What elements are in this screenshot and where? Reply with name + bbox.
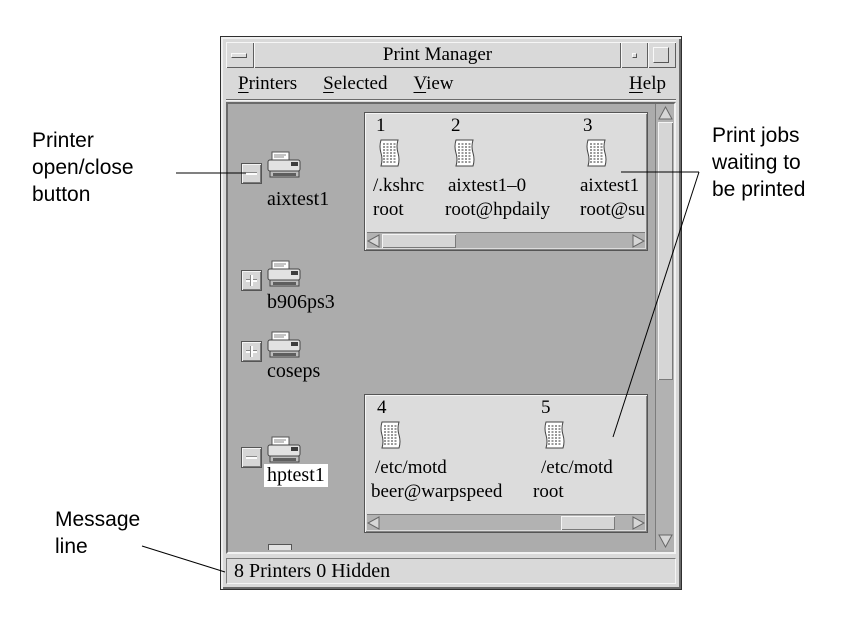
printer-label-coseps[interactable]: coseps	[267, 360, 321, 382]
vertical-scrollbar[interactable]	[655, 104, 674, 550]
job-number: 1	[376, 115, 386, 136]
annotation-printer-open-close: Printer open/close button	[32, 129, 134, 206]
titlebar: Print Manager	[226, 42, 676, 68]
printer-toggle-coseps[interactable]	[241, 341, 262, 362]
printer-icon[interactable]	[266, 260, 302, 290]
printer-canvas: aixtest1 b906ps3	[228, 104, 654, 550]
annotation-print-jobs: Print jobs waiting to be printed	[712, 124, 806, 201]
document-icon	[380, 421, 401, 449]
job-number: 5	[541, 397, 551, 418]
printer-icon[interactable]	[266, 436, 302, 466]
job-owner: root@hpdaily	[445, 199, 551, 220]
printer-toggle-aixtest1[interactable]	[241, 163, 262, 184]
menubar-separator	[226, 99, 676, 101]
job-number: 2	[451, 115, 461, 136]
menu-selected[interactable]: Selected	[323, 73, 387, 95]
printer-icon-partial	[268, 544, 292, 550]
job-file: /etc/motd	[375, 457, 447, 478]
minimize-icon	[632, 53, 637, 58]
menu-help-rest: elp	[642, 72, 666, 94]
job-owner: root	[533, 481, 564, 502]
scroll-thumb[interactable]	[561, 516, 615, 530]
printer-icon[interactable]	[266, 151, 302, 181]
menu-help[interactable]: Help	[629, 73, 666, 95]
job-number: 3	[583, 115, 593, 136]
document-icon	[454, 139, 475, 167]
minus-icon	[246, 456, 257, 459]
job-panel-aixtest1: 1 /.kshrc root	[364, 112, 648, 251]
printer-toggle-b906ps3[interactable]	[241, 270, 262, 291]
job-item[interactable]: 1	[376, 116, 402, 173]
minus-icon	[246, 172, 257, 175]
minimize-button[interactable]	[621, 42, 648, 68]
menubar: Printers Selected View Help	[226, 68, 676, 99]
job-owner: beer@warpspeed	[371, 481, 503, 502]
plus-icon	[250, 346, 253, 357]
menu-selected-mnemonic: S	[323, 72, 334, 94]
menu-printers-mnemonic: P	[238, 72, 249, 94]
scroll-thumb[interactable]	[382, 234, 456, 248]
leader-line-message	[141, 545, 226, 573]
menu-printers-rest: rinters	[248, 72, 298, 94]
job-item[interactable]: 5	[541, 398, 567, 455]
plus-icon	[250, 275, 253, 286]
window-title[interactable]: Print Manager	[254, 42, 621, 68]
job-file: aixtest1	[580, 175, 640, 196]
job-item[interactable]: 2	[451, 116, 477, 173]
document-icon	[544, 421, 565, 449]
job-file: aixtest1–0	[448, 175, 527, 196]
printer-label-hptest1[interactable]: hptest1	[264, 464, 328, 487]
scroll-left-arrow-icon[interactable]	[367, 516, 381, 530]
horizontal-scrollbar[interactable]	[367, 232, 645, 248]
printer-label-b906ps3[interactable]: b906ps3	[267, 291, 335, 313]
job-file: /etc/motd	[541, 457, 613, 478]
maximize-icon	[653, 47, 669, 63]
job-panel-hptest1: 4 /etc/motd beer@warpspeed	[364, 394, 648, 533]
horizontal-scrollbar[interactable]	[367, 514, 645, 530]
job-number: 4	[377, 397, 387, 418]
menu-printers[interactable]: Printers	[238, 73, 297, 95]
job-file: /.kshrc	[373, 175, 425, 196]
scroll-up-arrow-icon[interactable]	[658, 105, 673, 121]
window-menu-icon	[231, 53, 247, 58]
menu-help-mnemonic: H	[629, 72, 643, 94]
job-item[interactable]: 3	[583, 116, 609, 173]
printer-label-aixtest1[interactable]: aixtest1	[267, 188, 330, 210]
scroll-left-arrow-icon[interactable]	[367, 234, 381, 248]
main-scroll-area: aixtest1 b906ps3	[226, 102, 676, 554]
print-manager-window: Print Manager Printers Selected View Hel…	[220, 36, 682, 590]
scroll-right-arrow-icon[interactable]	[631, 516, 645, 530]
document-icon	[586, 139, 607, 167]
menu-view[interactable]: View	[414, 73, 454, 95]
printer-toggle-hptest1[interactable]	[241, 447, 262, 468]
job-item[interactable]: 4	[377, 398, 403, 455]
menu-selected-rest: elected	[333, 72, 388, 94]
job-owner: root	[373, 199, 404, 220]
printer-icon[interactable]	[266, 331, 302, 361]
scroll-right-arrow-icon[interactable]	[631, 234, 645, 248]
document-icon	[379, 139, 400, 167]
job-owner: root@su	[580, 199, 645, 220]
scroll-down-arrow-icon[interactable]	[658, 533, 673, 549]
maximize-button[interactable]	[648, 42, 676, 68]
annotation-message-line: Message line	[55, 508, 141, 558]
status-text: 8 Printers 0 Hidden	[234, 560, 391, 582]
scroll-thumb[interactable]	[658, 122, 673, 380]
window-menu-button[interactable]	[226, 42, 254, 68]
status-line: 8 Printers 0 Hidden	[226, 558, 676, 584]
menu-view-mnemonic: V	[413, 72, 427, 94]
menu-view-rest: iew	[426, 72, 454, 94]
